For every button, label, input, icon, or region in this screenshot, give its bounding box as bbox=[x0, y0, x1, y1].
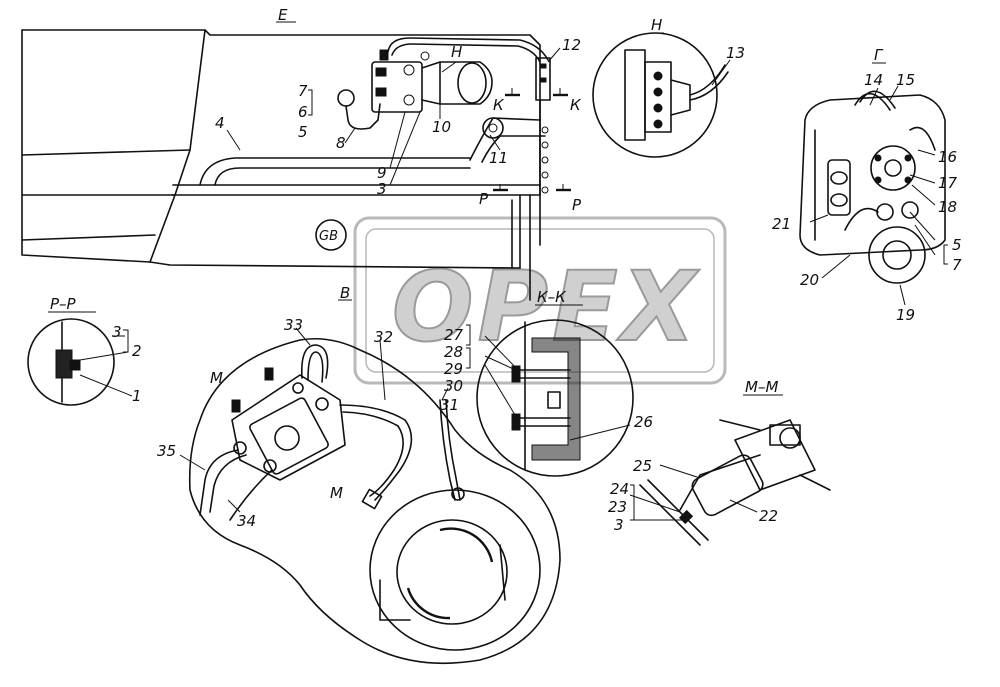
callout-22: 22 bbox=[759, 507, 778, 525]
callout-35: 35 bbox=[157, 442, 176, 460]
cut-m-left: М bbox=[210, 369, 223, 387]
callout-5-right: 5 bbox=[952, 236, 962, 254]
title-section-kk: К–К bbox=[537, 288, 567, 306]
view-h-marker: Н bbox=[451, 43, 462, 61]
callout-34: 34 bbox=[237, 512, 256, 530]
callout-4: 4 bbox=[215, 114, 225, 132]
clamp-11 bbox=[469, 117, 546, 163]
section-pp bbox=[27, 318, 115, 406]
callout-33: 33 bbox=[284, 316, 303, 334]
callout-3-pp: 3 bbox=[112, 323, 122, 341]
callout-25: 25 bbox=[633, 457, 652, 475]
callout-3-mm: 3 bbox=[614, 516, 624, 534]
badge-text: GB bbox=[319, 229, 338, 244]
cut-k-right: К bbox=[570, 96, 582, 114]
callout-24: 24 bbox=[610, 480, 629, 498]
callout-32: 32 bbox=[374, 328, 393, 346]
callout-15: 15 bbox=[896, 71, 915, 89]
callout-1: 1 bbox=[132, 387, 142, 405]
callout-5: 5 bbox=[298, 123, 308, 141]
title-e: Е bbox=[278, 6, 288, 24]
relay-in-detail-b bbox=[231, 344, 346, 481]
callout-10: 10 bbox=[432, 118, 451, 136]
section-kk bbox=[476, 319, 634, 477]
cut-k-left: К bbox=[493, 96, 505, 114]
callout-9: 9 bbox=[377, 164, 387, 182]
cut-m-right: М bbox=[330, 484, 343, 502]
callout-16: 16 bbox=[938, 148, 957, 166]
callout-20: 20 bbox=[800, 271, 819, 289]
title-view-h: Н bbox=[651, 16, 662, 34]
cut-mark-letters: К К Р Р М М Н bbox=[210, 43, 582, 502]
title-b: В bbox=[340, 284, 350, 302]
callout-21: 21 bbox=[772, 215, 791, 233]
title-section-mm: М–М bbox=[745, 378, 778, 396]
leader-lines bbox=[48, 21, 948, 521]
callout-8: 8 bbox=[336, 134, 346, 152]
detail-b-housing bbox=[188, 337, 561, 665]
connector-strip-12 bbox=[535, 57, 551, 196]
plug-connector-7 bbox=[337, 89, 381, 130]
callout-11: 11 bbox=[489, 149, 508, 167]
callout-7: 7 bbox=[298, 82, 308, 100]
callout-numbers: 7 6 5 8 9 3 4 10 11 12 13 14 15 16 17 18… bbox=[112, 36, 962, 534]
view-g-detail bbox=[799, 90, 946, 284]
cab-side-panel bbox=[21, 29, 549, 301]
callout-27: 27 bbox=[444, 326, 464, 344]
cut-p-right: Р bbox=[572, 196, 582, 214]
callout-31: 31 bbox=[440, 396, 459, 414]
cut-marks bbox=[493, 88, 571, 192]
callout-7-right: 7 bbox=[952, 256, 962, 274]
callout-18: 18 bbox=[938, 198, 957, 216]
callout-30: 30 bbox=[444, 377, 463, 395]
callout-2: 2 bbox=[132, 342, 142, 360]
section-titles: Е В Н Г Р–Р К–К М–М bbox=[50, 6, 884, 396]
view-h-detail bbox=[592, 32, 729, 158]
callout-13: 13 bbox=[726, 44, 745, 62]
callout-14: 14 bbox=[864, 71, 883, 89]
callout-26: 26 bbox=[634, 413, 653, 431]
callout-19: 19 bbox=[896, 306, 915, 324]
callout-23: 23 bbox=[608, 498, 627, 516]
relay-h-on-panel bbox=[371, 49, 493, 113]
callout-6: 6 bbox=[298, 103, 308, 121]
callout-12: 12 bbox=[562, 36, 581, 54]
title-section-pp: Р–Р bbox=[50, 295, 77, 313]
callout-17: 17 bbox=[938, 174, 958, 192]
callout-3-top: 3 bbox=[377, 180, 387, 198]
badge-gb: GB bbox=[315, 219, 347, 251]
cut-p-left: Р bbox=[479, 190, 489, 208]
callout-29: 29 bbox=[444, 360, 463, 378]
title-view-g: Г bbox=[874, 46, 884, 64]
wires-detail-b bbox=[199, 399, 465, 521]
section-mm bbox=[639, 419, 831, 546]
callout-28: 28 bbox=[444, 343, 463, 361]
